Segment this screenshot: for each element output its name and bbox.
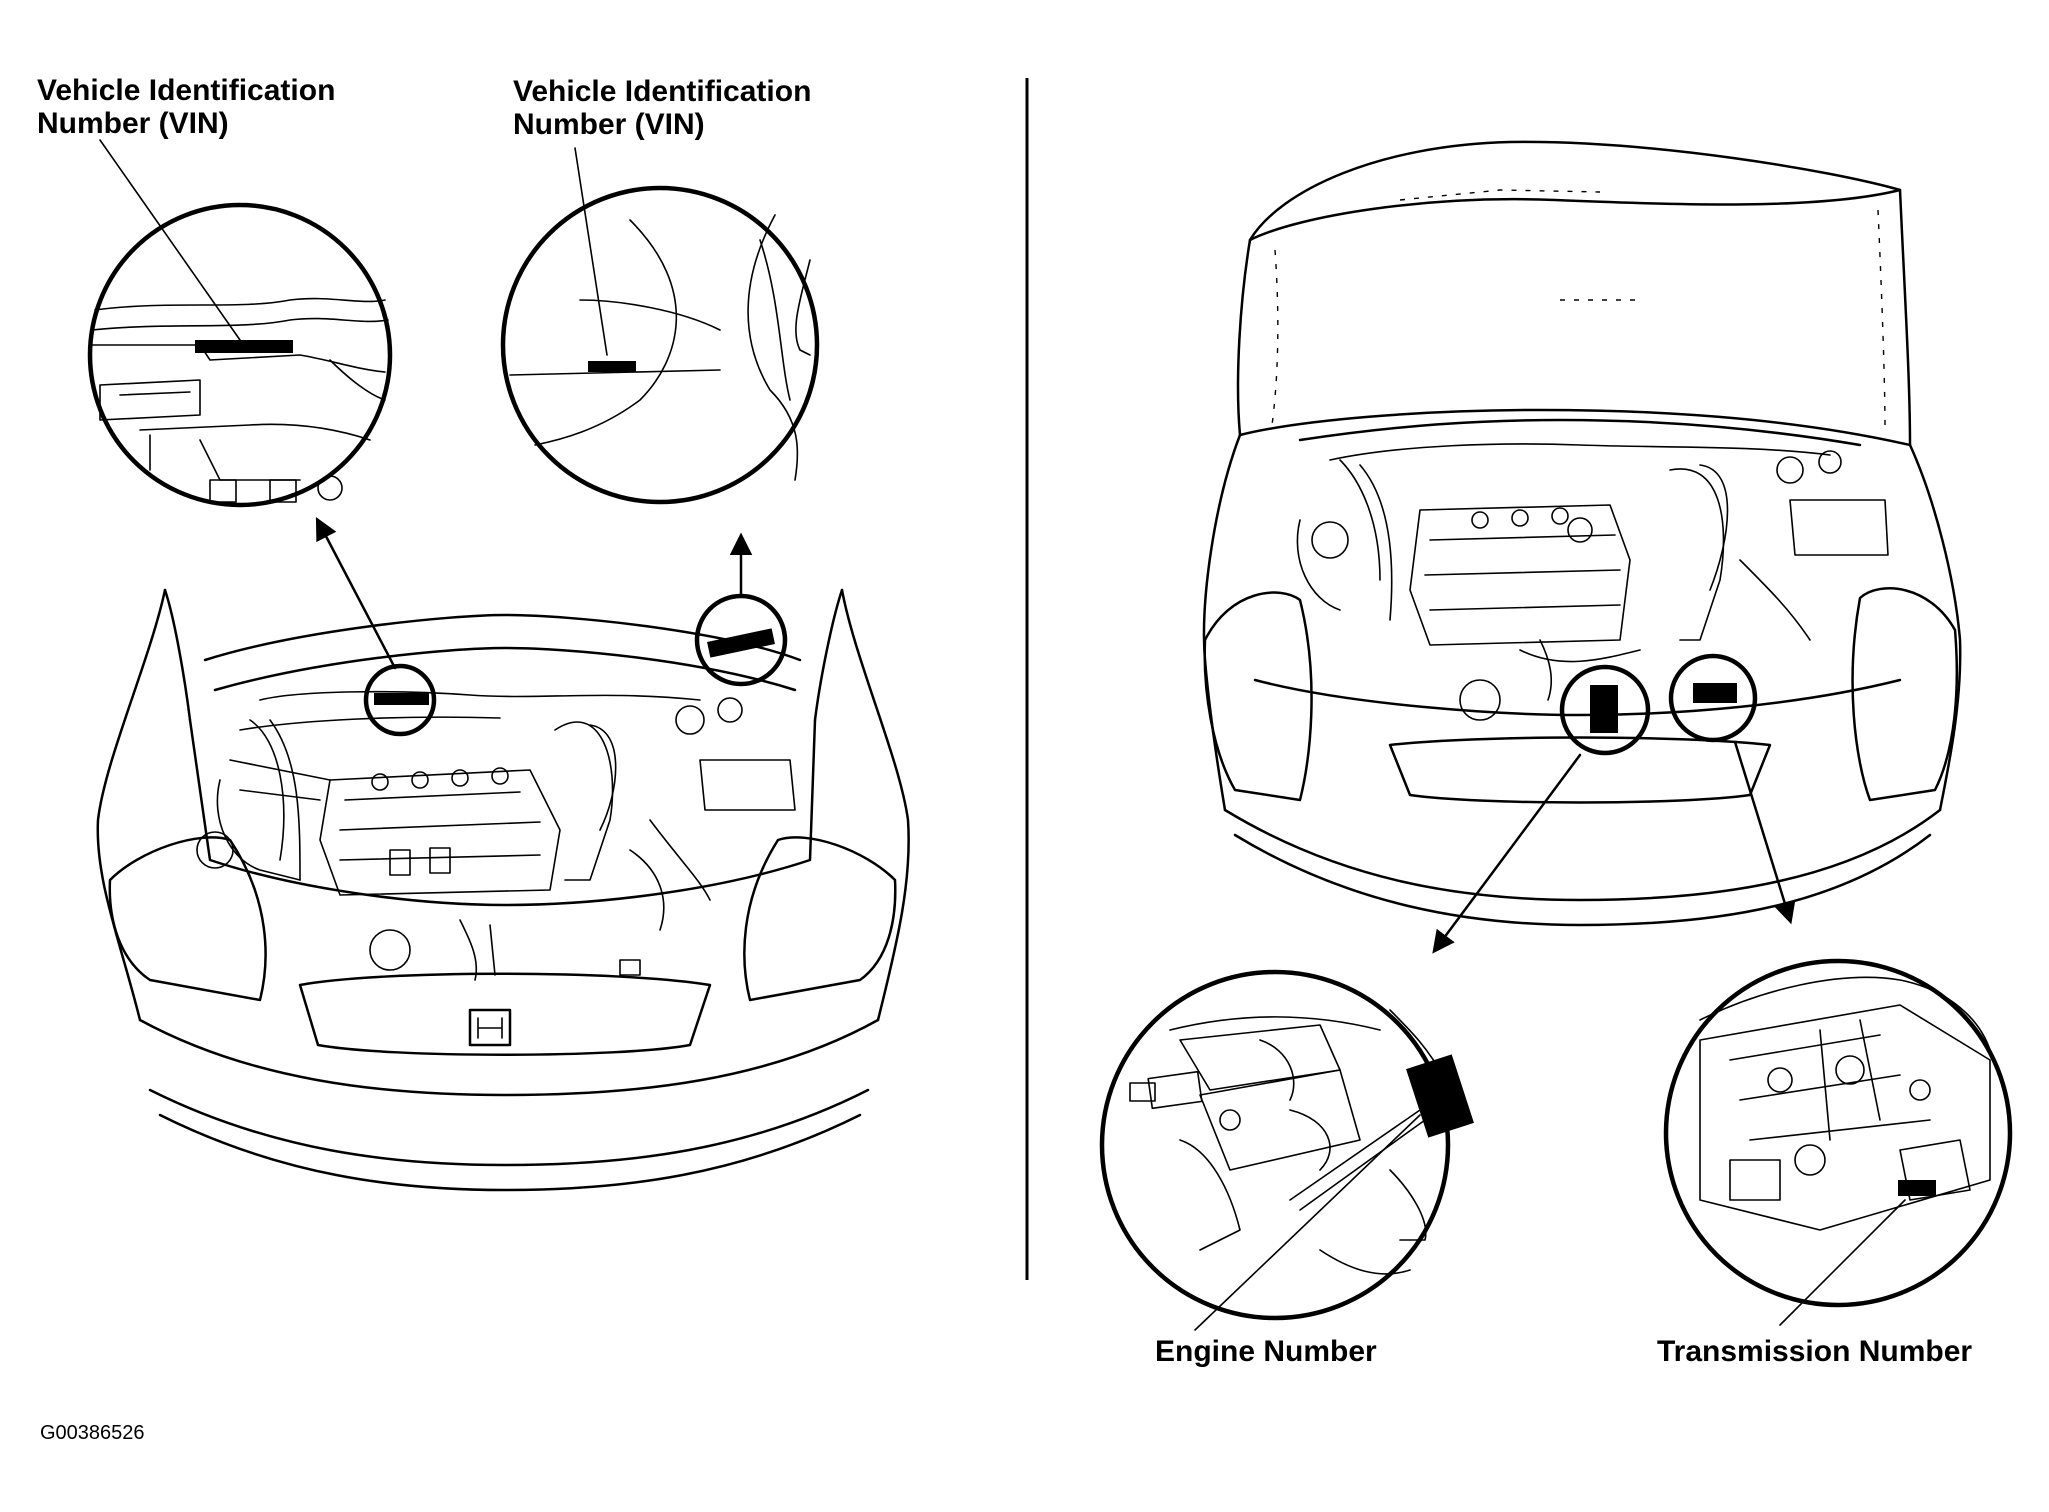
vin-label-left-line1: Vehicle Identification — [37, 74, 336, 107]
transmission-number-detail-circle — [1663, 958, 2013, 1308]
vin-detail-circle-right — [500, 185, 820, 505]
engine-number-detail-circle — [1099, 969, 1474, 1321]
vin-label-right-line1: Vehicle Identification — [513, 75, 812, 108]
engine-number-leader — [1194, 1114, 1421, 1331]
engine-number-callout-circle — [1559, 664, 1651, 756]
left-car-drawing — [96, 588, 910, 1192]
vin-callout-circle-center — [363, 663, 437, 737]
vin-label-left: Vehicle Identification Number (VIN) — [37, 74, 335, 140]
figure-code: G00386526 — [40, 1422, 145, 1444]
vin-label-right-line2: Number (VIN) — [513, 108, 705, 141]
vin-leader-right — [574, 147, 608, 356]
vin-label-right: Vehicle Identification Number (VIN) — [513, 75, 811, 141]
transmission-number-leader — [1779, 1199, 1906, 1326]
transmission-number-plate — [1898, 1180, 1936, 1196]
vin-arrow-left — [315, 517, 397, 670]
vin-leader-left — [99, 139, 241, 341]
transmission-number-callout-circle — [1668, 653, 1758, 743]
right-car-drawing — [1202, 140, 1962, 927]
vin-detail-circle-left — [87, 202, 393, 508]
engine-number-label: Engine Number — [1155, 1335, 1377, 1368]
engine-number-plate — [1406, 1054, 1474, 1138]
engine-number-plate-small — [1590, 685, 1618, 733]
transmission-number-arrow — [1733, 740, 1796, 925]
transmission-number-plate-small — [1693, 683, 1737, 703]
engine-number-arrow — [1432, 753, 1582, 954]
transmission-number-label: Transmission Number — [1657, 1335, 1973, 1368]
vin-label-left-line2: Number (VIN) — [37, 107, 229, 140]
vin-plate-center — [374, 693, 429, 705]
vin-plate-right — [707, 628, 775, 658]
